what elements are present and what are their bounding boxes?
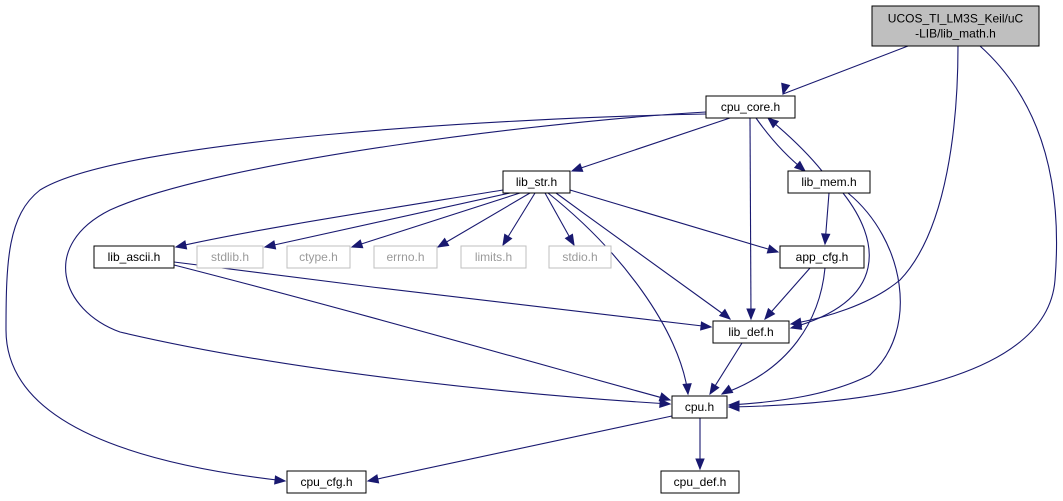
edge-lib_mem-to-cpu_core (766, 117, 823, 172)
node-label: cpu_cfg.h (300, 475, 352, 489)
node-label: lib_mem.h (801, 175, 856, 189)
arrowhead (720, 384, 734, 395)
node-label: cpu_def.h (674, 475, 727, 489)
edge-cpu_core-to-cpu_cfg (5, 113, 707, 485)
node-lib-str[interactable]: lib_str.h (502, 170, 571, 194)
node-label: lib_def.h (728, 325, 773, 339)
arrowhead (766, 117, 780, 129)
arrowhead (682, 383, 692, 396)
node-label: errno.h (386, 250, 424, 264)
arrowhead (502, 233, 513, 247)
node-errno[interactable]: errno.h (373, 245, 438, 269)
arrowhead (821, 233, 831, 246)
arrowhead (718, 308, 732, 320)
edge-lib_ascii-to-cpu (173, 264, 672, 402)
node-lib-def[interactable]: lib_def.h (712, 320, 790, 344)
arrowhead (700, 321, 713, 331)
node-stdio[interactable]: stdio.h (548, 245, 612, 269)
edge-lib_str-to-limits (502, 192, 536, 247)
node-label: cpu_core.h (721, 100, 780, 114)
edge-lib_str-to-cpu (547, 192, 692, 396)
arrowhead (436, 237, 450, 248)
edge-lib_mem-to-cpu (727, 192, 901, 410)
edge-lib_def-to-cpu (709, 342, 743, 396)
arrowhead (366, 474, 380, 484)
node-ctype[interactable]: ctype.h (286, 245, 351, 269)
node-lib-ascii[interactable]: lib_ascii.h (93, 245, 175, 269)
edge-lib_str-to-app_cfg (569, 189, 780, 254)
node-root[interactable]: UCOS_TI_LM3S_Keil/uC-LIB/lib_math.h (871, 5, 1040, 47)
edge-lib_str-to-stdio (544, 192, 575, 247)
edge-cpu_core-to-lib_mem (755, 117, 807, 172)
arrowhead (274, 475, 287, 485)
edge-lib_mem-to-app_cfg (821, 192, 831, 246)
node-cpu[interactable]: cpu.h (671, 395, 728, 419)
node-label: app_cfg.h (796, 250, 849, 264)
node-stdlib[interactable]: stdlib.h (196, 245, 264, 269)
arrowhead (350, 239, 364, 249)
arrowhead (727, 400, 740, 410)
node-cpu-core[interactable]: cpu_core.h (705, 95, 796, 119)
node-limits[interactable]: limits.h (460, 245, 527, 269)
arrowhead (659, 398, 672, 408)
node-cpu-cfg[interactable]: cpu_cfg.h (286, 470, 367, 494)
arrowhead (793, 160, 807, 172)
edge-app_cfg-to-lib_def (764, 267, 811, 321)
arrowhead (789, 320, 803, 330)
node-label: UCOS_TI_LM3S_Keil/uC (888, 12, 1024, 26)
node-app-cfg[interactable]: app_cfg.h (779, 245, 865, 269)
node-label: stdlib.h (211, 250, 249, 264)
arrowhead (766, 244, 780, 254)
edge-root-to-cpu_core (781, 45, 909, 96)
arrowhead (658, 392, 672, 402)
node-label: cpu.h (685, 400, 714, 414)
node-cpu-def[interactable]: cpu_def.h (660, 470, 740, 494)
edges-layer (5, 45, 1058, 485)
edge-cpu_core-to-lib_def (746, 117, 756, 321)
edge-cpu_core-to-lib_str (570, 117, 731, 172)
node-lib-mem[interactable]: lib_mem.h (787, 170, 871, 194)
edge-cpu-to-cpu_def (695, 418, 705, 471)
arrowhead (174, 240, 188, 250)
edge-cpu-to-cpu_cfg (366, 415, 673, 484)
arrowhead (570, 162, 584, 172)
arrowhead (709, 382, 720, 396)
node-label: -LIB/lib_math.h (915, 27, 996, 41)
edge-lib_ascii-to-lib_def (173, 261, 713, 331)
arrowhead (263, 240, 277, 250)
edge-app_cfg-to-cpu (720, 267, 826, 395)
edge-lib_str-to-lib_def (555, 192, 732, 320)
node-label: lib_str.h (516, 175, 557, 189)
edge-lib_str-to-ctype (350, 192, 521, 249)
arrowhead (695, 458, 705, 471)
node-label: stdio.h (562, 250, 597, 264)
node-label: limits.h (475, 250, 512, 264)
edge-lib_str-to-lib_ascii (174, 189, 504, 250)
edge-lib_mem-to-lib_def (789, 192, 870, 330)
edge-cpu_core-to-cpu (65, 111, 707, 408)
arrowhead (746, 308, 756, 321)
node-label: lib_ascii.h (108, 250, 161, 264)
arrowhead (764, 307, 776, 321)
arrowhead (781, 82, 791, 96)
node-label: ctype.h (299, 250, 338, 264)
edge-lib_str-to-errno (436, 192, 531, 248)
edge-lib_str-to-stdlib (263, 192, 511, 250)
arrowhead (564, 233, 575, 247)
nodes-layer: UCOS_TI_LM3S_Keil/uC-LIB/lib_math.h cpu_c… (93, 5, 1040, 494)
